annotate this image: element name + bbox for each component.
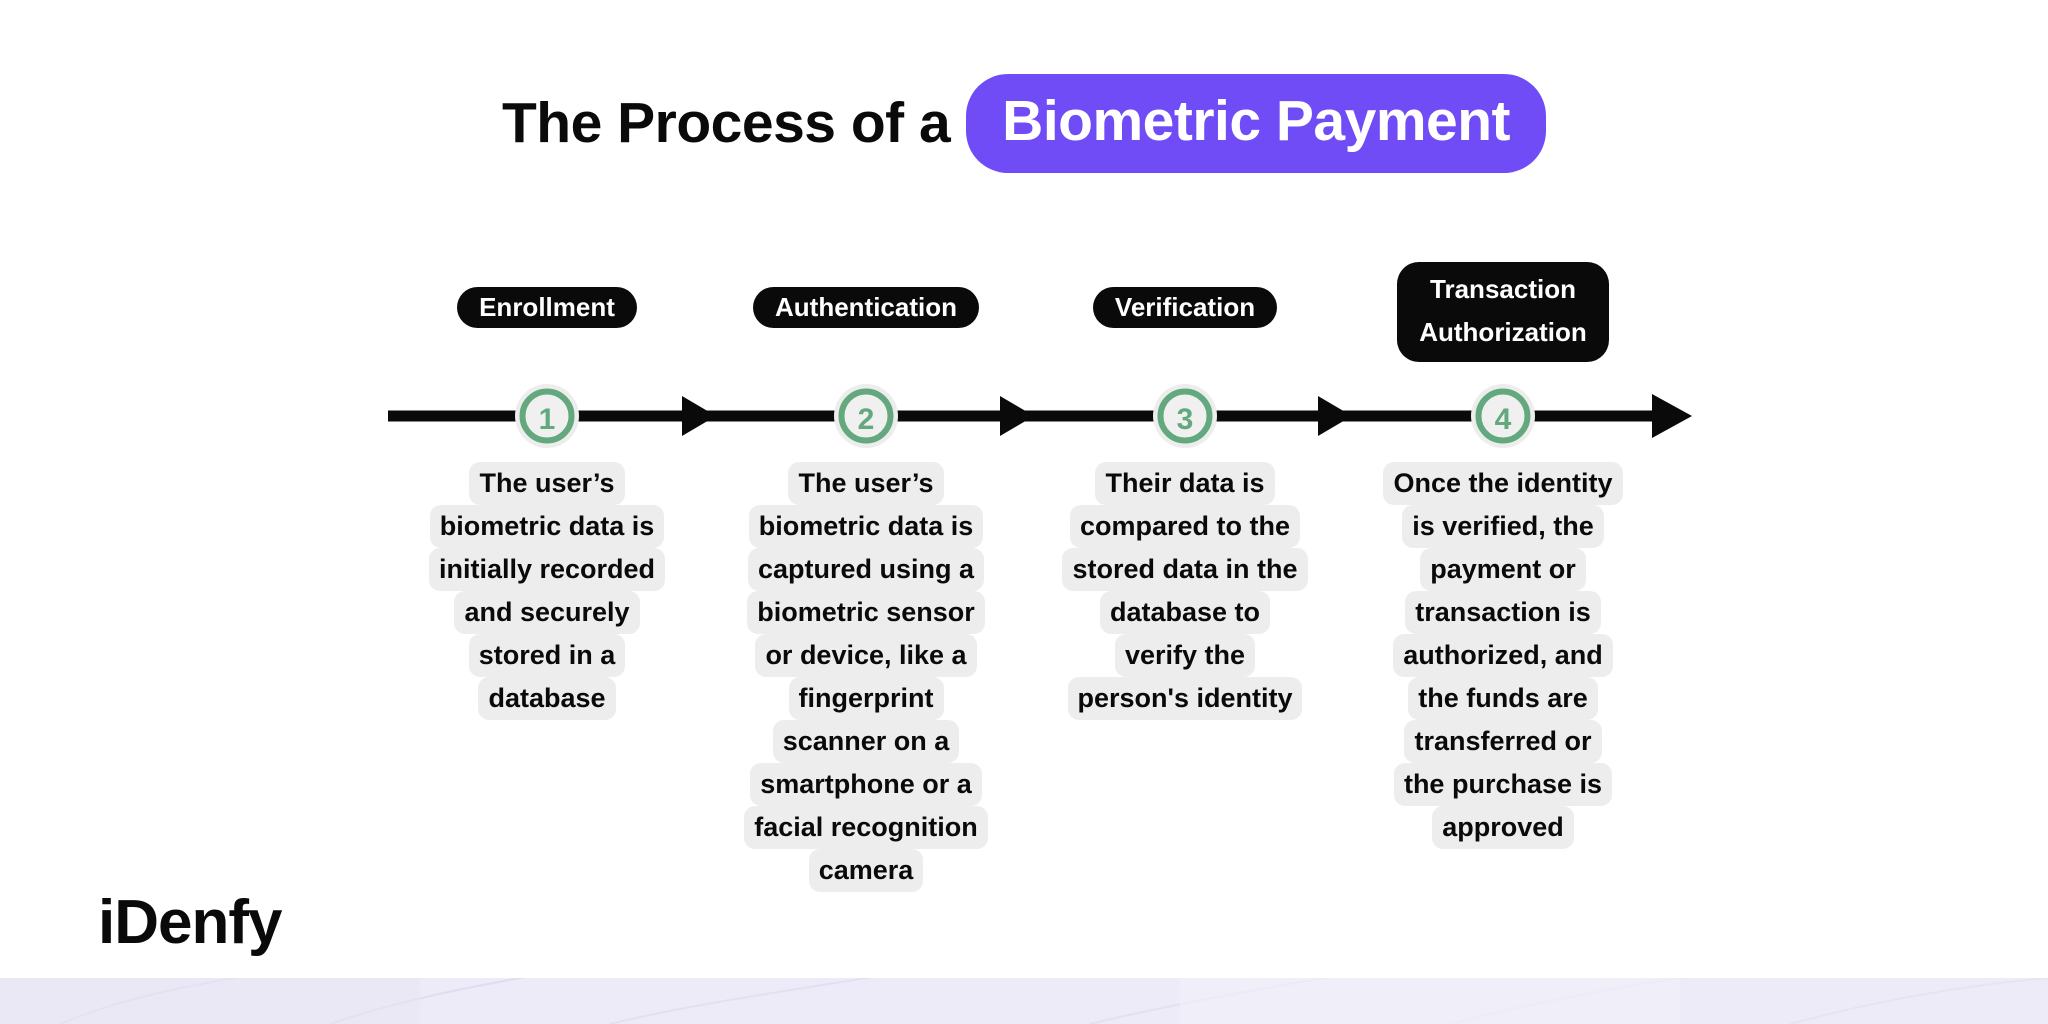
step-body-line: the purchase is [1393,763,1613,806]
page-title-highlight-pill: Biometric Payment [966,74,1546,173]
step-body-line: database [478,677,616,720]
step-label-wrap-2: Authentication [716,287,1016,328]
step-label-line-1: Transaction [1430,274,1576,304]
step-node-number-2: 2 [858,403,875,436]
step-body-line: is verified, the [1402,505,1604,548]
step-body-line: initially recorded [428,548,666,591]
step-body-line: facial recognition [744,806,988,849]
step-label-line-2: Authorization [1419,317,1587,347]
step-body-line: transaction is [1405,591,1601,634]
step-node-ring-1 [519,388,575,444]
step-body-line: fingerprint [788,677,944,720]
step-label-enrollment[interactable]: Enrollment [457,287,637,328]
step-body-line: person's identity [1067,677,1303,720]
step-label-wrap-3: Verification [1035,287,1335,328]
step-body-line: and securely [454,591,640,634]
step-body-line: database to [1099,591,1271,634]
step-node-number-4: 4 [1495,403,1512,436]
step-body-line: verify the [1114,634,1256,677]
step-label-wrap-4: Transaction Authorization [1353,262,1653,362]
step-node-halo-4 [1471,384,1535,448]
step-body-line: compared to the [1069,505,1301,548]
step-body-line: Once the identity [1383,462,1623,505]
arrowhead-2 [1000,396,1034,436]
page-title-plain: The Process of a [501,91,951,155]
step-node-ring-4 [1475,388,1531,444]
step-body-line: approved [1432,806,1574,849]
step-body-line: biometric sensor [747,591,985,634]
idenfy-logo: iDenfy [98,888,282,957]
arrowhead-end [1652,394,1692,438]
step-node-ring-3 [1157,388,1213,444]
step-label-authentication[interactable]: Authentication [753,287,979,328]
step-label-wrap-1: Enrollment [397,287,697,328]
bottom-decorative-band [0,978,2048,1024]
step-body-line: The user’s [788,462,944,505]
step-body-line: transferred or [1404,720,1602,763]
step-body-line: scanner on a [772,720,960,763]
step-node-number-1: 1 [539,403,556,436]
page-title: The Process of a Biometric Payment [0,74,2048,173]
step-body-line: the funds are [1408,677,1598,720]
step-node-halo-2 [834,384,898,448]
step-body-line: or device, like a [755,634,977,677]
step-body-line: captured using a [747,548,985,591]
step-body-line: payment or [1420,548,1586,591]
step-body-line: stored data in the [1062,548,1308,591]
step-body-line: camera [808,849,924,892]
step-node-number-3: 3 [1177,403,1194,436]
step-node-ring-2 [838,388,894,444]
step-label-verification[interactable]: Verification [1092,287,1278,328]
band-pattern [0,978,2048,1024]
step-body-line: Their data is [1095,462,1275,505]
arrowhead-3 [1318,396,1352,436]
step-node-halo-1 [515,384,579,448]
arrowhead-1 [682,396,716,436]
step-body-line: authorized, and [1393,634,1613,677]
step-body-line: biometric data is [429,505,665,548]
step-body-line: The user’s [469,462,625,505]
step-body-line: stored in a [468,634,626,677]
step-label-transaction-authorization[interactable]: Transaction Authorization [1397,262,1609,362]
step-body-line: smartphone or a [750,763,982,806]
step-body-line: biometric data is [748,505,984,548]
step-node-halo-3 [1153,384,1217,448]
